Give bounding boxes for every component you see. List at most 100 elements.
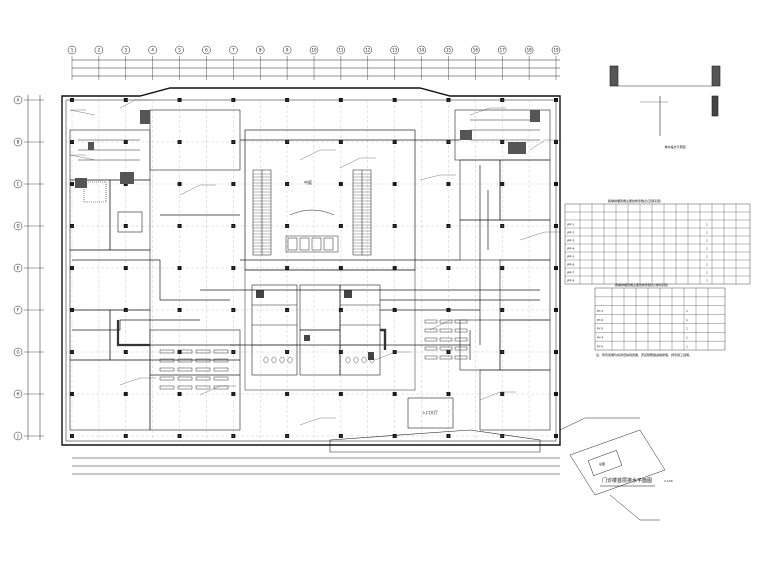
leader-line (69, 154, 96, 161)
bench (195, 385, 211, 390)
bench (177, 376, 193, 381)
axis-bubble-label: 1 (71, 48, 74, 53)
bench (159, 358, 175, 363)
axis-bubble-label: E (17, 266, 20, 271)
table2-cell: PY-4 (597, 335, 603, 339)
central-cores (251, 284, 381, 376)
building-outline (61, 87, 561, 446)
bench (454, 328, 468, 333)
axis-bubble-label: 13 (392, 48, 398, 53)
axis-bubble-label: A (17, 98, 20, 103)
table2-cell: 1 (686, 344, 688, 348)
leader-line (199, 385, 221, 396)
axis-bubble-label: 9 (286, 48, 289, 53)
axis-bubble-label: 11 (338, 48, 344, 53)
axis-bubble (282, 45, 292, 55)
toilet-fixture (287, 356, 293, 364)
bench (439, 319, 453, 324)
axis-bubble-label: 14 (419, 48, 425, 53)
axis-bubble (255, 45, 265, 55)
axis-bubble (13, 347, 23, 357)
bench (424, 346, 438, 351)
table1-cell: JPF-2 (566, 231, 575, 235)
table2-cell: PY-1 (597, 309, 603, 313)
axis-bubble-label: 7 (232, 48, 235, 53)
axis-bubble (67, 45, 77, 55)
axis-bubble-label: 19 (553, 48, 559, 53)
table1-cell: JPF-3 (566, 239, 575, 243)
drain-pipes-left (72, 214, 240, 376)
bench (177, 358, 193, 363)
leader-line (419, 174, 441, 181)
key-plan-label: 总图 (599, 461, 605, 466)
table2-cell: 1 (686, 327, 688, 331)
bench (213, 367, 229, 372)
bench (424, 319, 438, 324)
axis-bubble-label: B (17, 140, 20, 145)
axis-bubble (390, 45, 399, 55)
axis-bubble-label: 10 (311, 48, 317, 53)
axis-bubble (13, 137, 23, 147)
column (338, 392, 343, 396)
axis-bubble (13, 263, 23, 273)
column (554, 392, 558, 396)
leader-line (374, 351, 396, 361)
bench (213, 376, 229, 381)
axis-bubble-label: C (17, 182, 20, 187)
table1-cell: JPF-8 (566, 279, 575, 283)
axis-bubble-label: 18 (527, 48, 533, 53)
table2-cell: 1 (686, 335, 688, 339)
bench (195, 367, 211, 372)
axis-bubble-label: H (16, 392, 19, 397)
leader-line (69, 109, 96, 116)
table1-cell: 1 (706, 271, 708, 275)
waiting-benches-right (424, 319, 468, 360)
axis-bubble-label: 8 (259, 48, 262, 53)
axis-bubble (13, 221, 23, 231)
toilet-fixture (345, 356, 351, 364)
leader-line (469, 107, 491, 116)
axis-bubble (309, 45, 319, 55)
hatched-shafts-right (460, 110, 540, 154)
column (392, 182, 397, 186)
bench (159, 376, 175, 381)
bench (454, 337, 468, 342)
axis-grid (66, 99, 557, 441)
bench (424, 328, 438, 333)
table1-cell: JPF-4 (566, 247, 575, 251)
table1-title: 各種排煙風機主要技術參數表(空調系統) (608, 198, 661, 203)
leader-line (119, 99, 136, 109)
table1-cell: JPF-6 (566, 263, 575, 267)
table1-cell: 1 (706, 247, 708, 251)
axis-bubble (229, 45, 238, 55)
axis-bubble-label: G (16, 350, 19, 355)
atrium-label: 中庭 (304, 179, 312, 185)
bench (195, 358, 211, 363)
annotation-leaders (69, 99, 561, 426)
axis-bubble (444, 45, 453, 55)
axis-bubble (94, 45, 104, 55)
toilet-fixture (361, 356, 367, 364)
toilet-fixtures (263, 356, 375, 364)
leader-line (179, 184, 201, 196)
axis-bubble (524, 45, 534, 55)
axis-bubble-label: 3 (125, 48, 128, 53)
escalator-left-steps (253, 173, 271, 253)
column (554, 182, 558, 186)
table2-cell: PY-3 (597, 327, 603, 331)
table1-cell: JPF-5 (566, 255, 575, 259)
table2-cell: PY-2 (597, 318, 603, 322)
column (177, 182, 182, 186)
axis-bubble-label: 12 (365, 48, 371, 53)
axis-bubble (13, 179, 23, 189)
drawing-scale: 1:100 (664, 479, 673, 483)
hatched-shafts-left (75, 110, 150, 188)
leader-line (429, 319, 451, 331)
bench (213, 358, 229, 363)
table2-grid (595, 288, 725, 350)
bench (159, 367, 175, 372)
axis-bubble (148, 45, 157, 55)
bench (159, 385, 175, 390)
